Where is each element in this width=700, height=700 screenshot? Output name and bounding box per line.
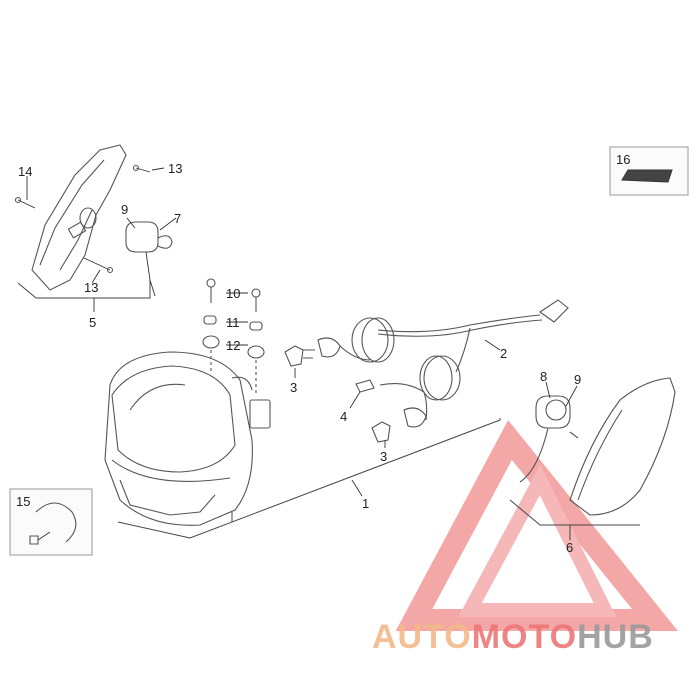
- callout-9b: 9: [574, 372, 581, 387]
- left-turn-signal-icon: [31, 144, 127, 291]
- callout-13a: 13: [168, 161, 182, 176]
- svg-text:AUTOMOTOHUB: AUTOMOTOHUB: [372, 618, 654, 656]
- grommet-icon: [202, 278, 265, 395]
- callout-3b: 3: [380, 449, 387, 464]
- headlight-assembly-icon: [104, 351, 271, 526]
- bulb-icon: [284, 337, 427, 448]
- right-turn-signal-icon: [519, 377, 676, 516]
- sticker-icon: [621, 169, 673, 183]
- callout-16: 16: [616, 152, 630, 167]
- callout-6: 6: [566, 540, 573, 555]
- watermark-moto: MOTO: [472, 618, 577, 656]
- watermark-hub: HUB: [577, 618, 654, 656]
- watermark-auto: AUTO: [372, 618, 472, 656]
- watermark-text: AUTOMOTOHUB: [372, 618, 654, 656]
- logo-triangle-icon: [395, 420, 678, 631]
- cable-clamp-box: [9, 488, 93, 556]
- callout-7: 7: [174, 211, 181, 226]
- callout-1: 1: [362, 496, 369, 511]
- callout-5: 5: [89, 315, 96, 330]
- callout-15: 15: [16, 494, 30, 509]
- callout-10: 10: [226, 286, 240, 301]
- callout-9a: 9: [121, 202, 128, 217]
- callout-11: 11: [226, 315, 240, 330]
- sticker-box: [609, 146, 689, 196]
- callout-4: 4: [340, 409, 347, 424]
- callout-12: 12: [226, 338, 240, 353]
- cable-clamp-icon: [35, 502, 77, 543]
- callout-2: 2: [500, 346, 507, 361]
- screw-icon: [14, 164, 151, 274]
- callout-8: 8: [540, 369, 547, 384]
- bulb-icon: [125, 221, 173, 297]
- wiring-harness-icon: [339, 299, 569, 421]
- callout-14: 14: [18, 164, 32, 179]
- callout-13b: 13: [84, 280, 98, 295]
- callout-3a: 3: [290, 380, 297, 395]
